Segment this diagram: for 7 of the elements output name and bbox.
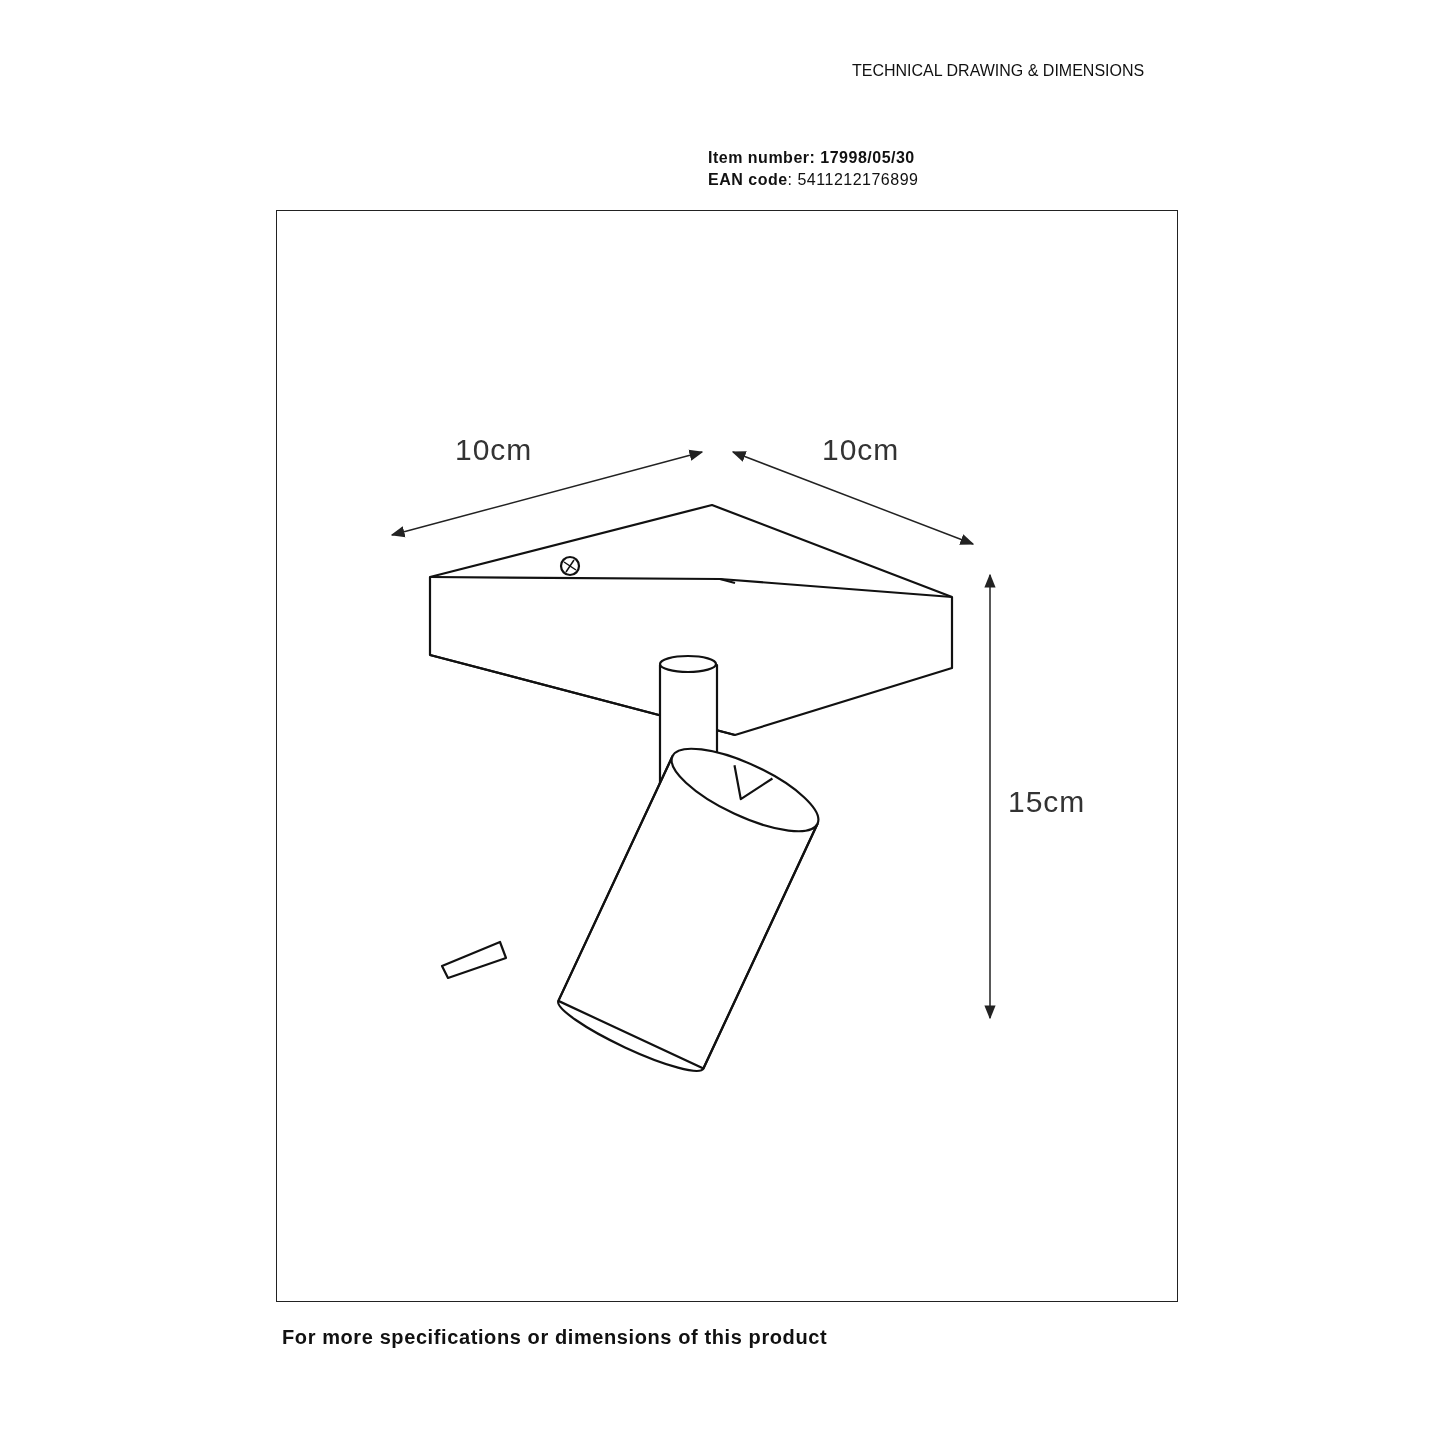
item-number-text: Item number: 17998/05/30 [708,149,915,167]
footer-note: For more specifications or dimensions of this product [282,1326,828,1349]
dimension-label: 10cm [455,433,533,467]
header-text: TECHNICAL DRAWING & DIMENSIONS [852,62,1145,80]
dimension-label: 10cm [822,433,900,467]
dimension-label: 15cm [1008,785,1086,819]
ean-code-text: EAN code: 5411212176899 [708,171,919,189]
